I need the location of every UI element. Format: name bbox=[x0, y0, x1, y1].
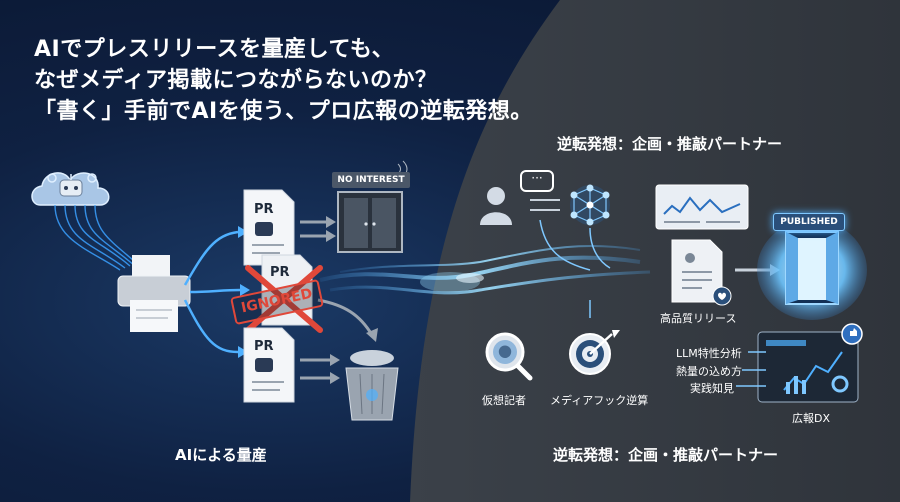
published-tag: PUBLISHED bbox=[773, 213, 845, 231]
network-links bbox=[539, 219, 611, 318]
exchange-arrows bbox=[530, 199, 560, 211]
neural-network-icon bbox=[570, 184, 610, 226]
pr-document-2: PR bbox=[245, 254, 323, 333]
svg-text:PR: PR bbox=[254, 202, 274, 217]
printer-icon bbox=[117, 255, 191, 332]
analytics-card-icon bbox=[655, 184, 749, 230]
svg-text:PR: PR bbox=[270, 265, 290, 280]
dx-item-passion: 熱量の込め方 bbox=[676, 365, 742, 378]
chat-bubble-icon: ··· bbox=[520, 170, 554, 192]
hook-label: メディアフック逆算 bbox=[550, 394, 649, 407]
target-icon bbox=[569, 330, 620, 375]
rejection-arrows bbox=[300, 220, 374, 380]
top-reverse-title: 逆転発想：企画・推敲パートナー bbox=[557, 135, 783, 153]
dx-dashboard-icon bbox=[736, 323, 863, 403]
dx-item-llm: LLM特性分析 bbox=[676, 347, 742, 360]
closed-door-icon bbox=[337, 160, 408, 253]
person-icon bbox=[480, 187, 512, 225]
transformation-beam bbox=[319, 244, 651, 295]
pr-document-1: PR bbox=[243, 189, 295, 266]
headline: AIでプレスリリースを量産しても、 なぜメディア掲載につながらないのか？ 「書く… bbox=[34, 34, 533, 127]
dx-item-knowhow: 実践知見 bbox=[690, 382, 734, 395]
bottom-reverse-title: 逆転発想：企画・推敲パートナー bbox=[553, 446, 779, 464]
headline-line-3: 「書く」手前でAIを使う、プロ広報の逆転発想。 bbox=[34, 99, 533, 124]
headline-line-1: AIでプレスリリースを量産しても、 bbox=[34, 37, 395, 62]
cloud-robot-icon bbox=[31, 172, 110, 206]
cloud-cables bbox=[54, 204, 141, 271]
headline-line-2: なぜメディア掲載につながらないのか？ bbox=[34, 68, 438, 93]
open-door-icon bbox=[757, 220, 867, 320]
no-interest-tag: NO INTEREST bbox=[332, 172, 410, 188]
dx-label: 広報DX bbox=[792, 412, 831, 425]
svg-text:PR: PR bbox=[254, 339, 274, 354]
trash-can-icon bbox=[345, 350, 399, 421]
persona-label: 仮想記者 bbox=[482, 394, 526, 407]
printer-arrows bbox=[183, 230, 241, 354]
high-quality-release-icon bbox=[671, 239, 732, 306]
release-label: 高品質リリース bbox=[660, 312, 737, 325]
pr-document-3: PR bbox=[243, 327, 295, 403]
persona-magnifier-icon bbox=[485, 332, 533, 381]
mass-production-caption: AIによる量産 bbox=[175, 446, 267, 464]
